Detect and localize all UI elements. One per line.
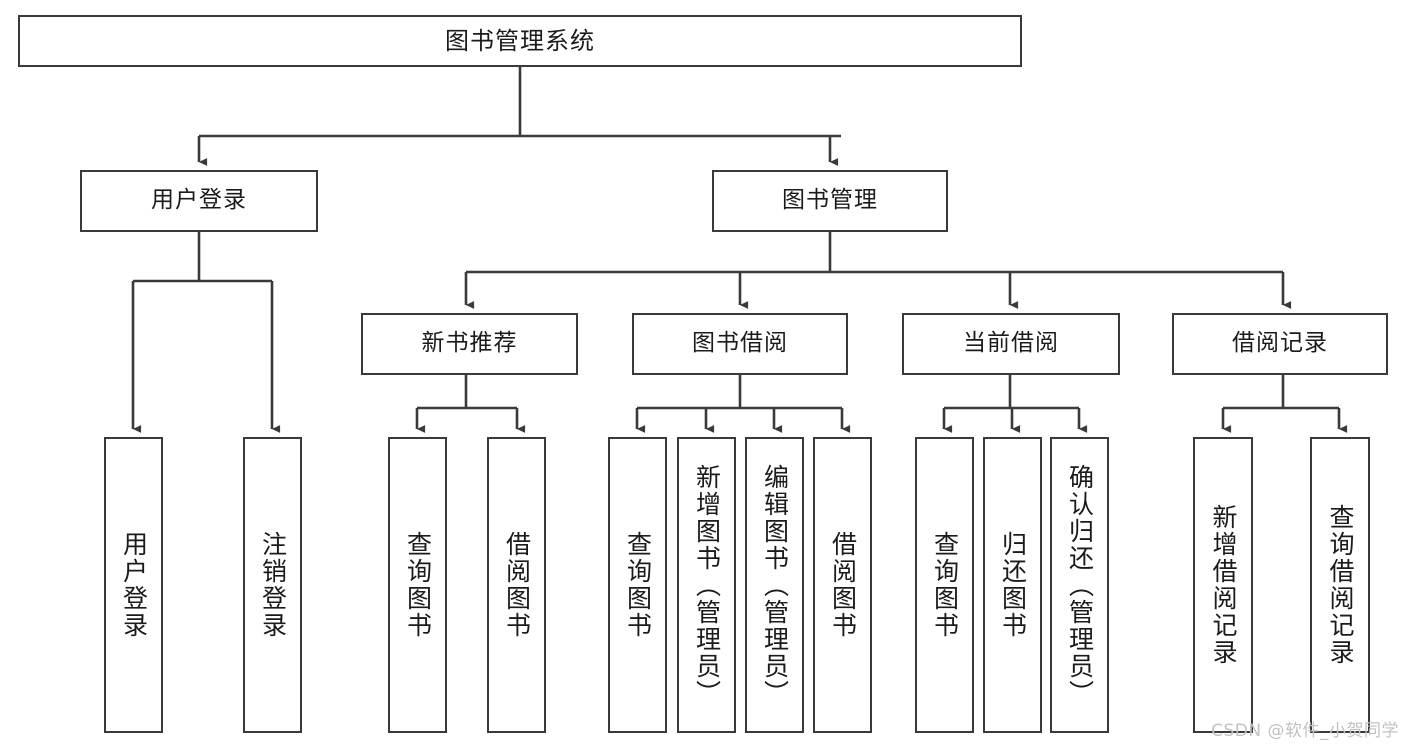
node-leaf-logout-login[interactable]: 注销登录 xyxy=(243,437,302,733)
node-user-login[interactable]: 用户登录 xyxy=(80,170,318,232)
node-leaf-logout-login-label: 注销登录 xyxy=(258,531,288,639)
node-book-management-label: 图书管理 xyxy=(782,187,878,214)
node-leaf-add-book-admin[interactable]: 新增图书（管理员） xyxy=(677,437,736,733)
node-leaf-query-book-3[interactable]: 查询图书 xyxy=(915,437,974,733)
node-leaf-query-book-2-label: 查询图书 xyxy=(623,531,653,639)
node-leaf-return-book[interactable]: 归还图书 xyxy=(983,437,1042,733)
node-leaf-confirm-return-admin[interactable]: 确认归还（管理员） xyxy=(1050,437,1109,733)
node-book-management[interactable]: 图书管理 xyxy=(712,170,948,232)
csdn-watermark: CSDN @软件_小贺同学 xyxy=(1211,721,1399,741)
node-leaf-query-book-2[interactable]: 查询图书 xyxy=(608,437,667,733)
node-current-borrow-label: 当前借阅 xyxy=(963,330,1059,357)
node-leaf-query-book-1[interactable]: 查询图书 xyxy=(388,437,447,733)
node-leaf-borrow-book-2-label: 借阅图书 xyxy=(828,531,858,639)
node-leaf-add-borrow-record[interactable]: 新增借阅记录 xyxy=(1193,437,1253,733)
node-leaf-query-book-3-label: 查询图书 xyxy=(930,531,960,639)
node-new-book-recommend[interactable]: 新书推荐 xyxy=(361,313,578,375)
node-root-label: 图书管理系统 xyxy=(445,26,595,55)
node-borrow-record[interactable]: 借阅记录 xyxy=(1172,313,1388,375)
node-leaf-confirm-return-admin-label: 确认归还（管理员） xyxy=(1065,463,1095,707)
node-leaf-user-login-label: 用户登录 xyxy=(119,531,149,639)
node-leaf-add-book-admin-label: 新增图书（管理员） xyxy=(692,463,722,707)
node-new-book-recommend-label: 新书推荐 xyxy=(421,330,518,357)
node-leaf-edit-book-admin[interactable]: 编辑图书（管理员） xyxy=(745,437,804,733)
node-book-borrow[interactable]: 图书借阅 xyxy=(632,313,848,375)
node-leaf-query-book-1-label: 查询图书 xyxy=(403,531,433,639)
node-root[interactable]: 图书管理系统 xyxy=(18,15,1022,67)
node-leaf-add-borrow-record-label: 新增借阅记录 xyxy=(1209,504,1238,666)
node-leaf-user-login[interactable]: 用户登录 xyxy=(104,437,163,733)
node-leaf-query-borrow-record-label: 查询借阅记录 xyxy=(1326,504,1355,666)
node-borrow-record-label: 借阅记录 xyxy=(1232,330,1328,357)
node-user-login-label: 用户登录 xyxy=(151,187,247,214)
node-book-borrow-label: 图书借阅 xyxy=(692,330,788,357)
node-leaf-query-borrow-record[interactable]: 查询借阅记录 xyxy=(1310,437,1370,733)
node-leaf-borrow-book-1[interactable]: 借阅图书 xyxy=(487,437,546,733)
node-leaf-borrow-book-2[interactable]: 借阅图书 xyxy=(813,437,872,733)
node-leaf-return-book-label: 归还图书 xyxy=(998,531,1028,639)
node-current-borrow[interactable]: 当前借阅 xyxy=(902,313,1120,375)
node-leaf-borrow-book-1-label: 借阅图书 xyxy=(502,531,532,639)
node-leaf-edit-book-admin-label: 编辑图书（管理员） xyxy=(760,463,790,707)
